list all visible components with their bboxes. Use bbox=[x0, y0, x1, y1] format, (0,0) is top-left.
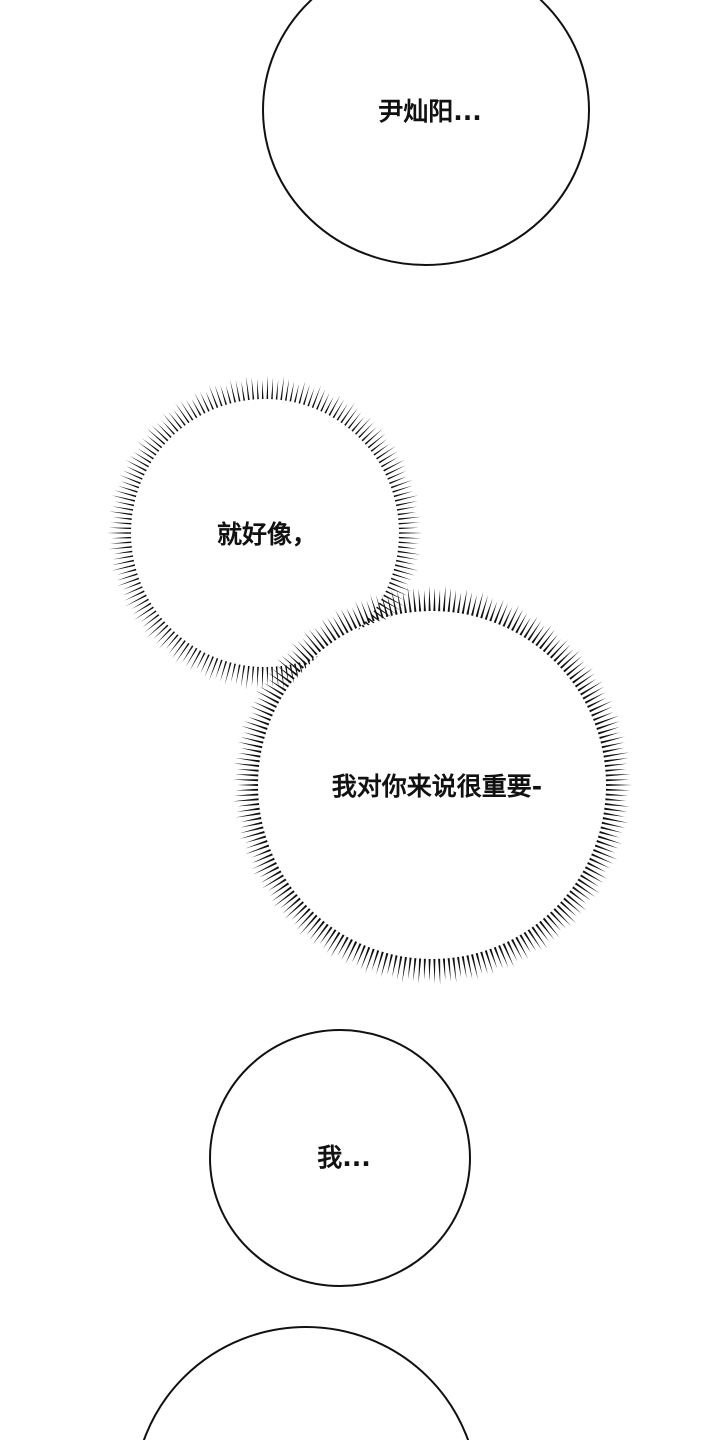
speech-bubble-4-outline bbox=[209, 1029, 471, 1287]
speech-bubble-1-outline bbox=[262, 0, 590, 266]
speech-bubble-3-text: 我对你来说很重要- bbox=[331, 772, 543, 801]
speech-bubble-2-text: 就好像， bbox=[216, 520, 318, 549]
speech-bubble-3-burst bbox=[232, 585, 632, 985]
speech-bubble-5-outline bbox=[142, 1326, 470, 1440]
speech-bubble-1-text: 尹灿阳... bbox=[378, 97, 482, 126]
speech-bubble-4-text: 我... bbox=[317, 1143, 371, 1172]
